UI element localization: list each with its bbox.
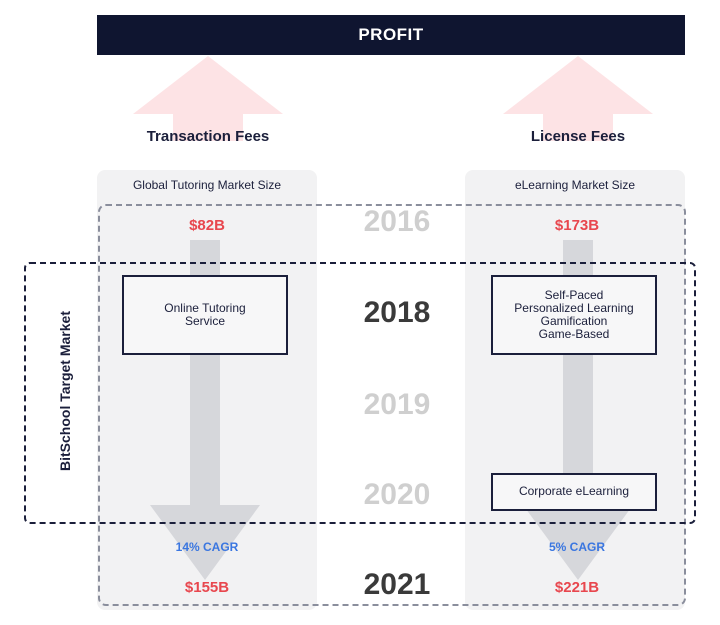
segment-gamification: Gamification <box>540 314 608 328</box>
transaction-fees-label: Transaction Fees <box>146 128 270 145</box>
elearning-segments-box: Self-Paced Personalized Learning Gamific… <box>491 275 657 355</box>
right-start-value: $173B <box>554 217 600 234</box>
segment-personalized: Personalized Learning <box>514 300 634 315</box>
year-2020: 2020 <box>363 478 431 511</box>
up-arrow-right-icon <box>503 56 653 141</box>
left-cagr: 14% CAGR <box>175 540 239 554</box>
right-cagr: 5% CAGR <box>548 540 605 554</box>
down-arrow-right-icon <box>523 240 633 580</box>
profit-bar: PROFIT <box>97 15 685 55</box>
left-end-value: $155B <box>184 579 230 596</box>
left-start-value: $82B <box>189 217 225 234</box>
right-end-value: $221B <box>554 579 600 596</box>
corporate-elearning-box: Corporate eLearning <box>491 473 657 511</box>
license-fees-label: License Fees <box>530 128 626 145</box>
right-panel-title: eLearning Market Size <box>514 178 636 192</box>
range-2016-2021-outline <box>98 204 686 606</box>
online-tutoring-box: Online Tutoring Service <box>122 275 288 355</box>
left-panel-title: Global Tutoring Market Size <box>132 178 282 192</box>
up-arrow-left-icon <box>133 56 283 141</box>
target-market-outline <box>24 262 696 524</box>
year-2019: 2019 <box>363 388 431 421</box>
segment-game-based: Game-Based <box>538 327 610 342</box>
profit-title: PROFIT <box>358 25 424 44</box>
target-market-label: BitSchool Target Market <box>57 311 73 471</box>
segment-self-paced: Self-Paced <box>544 287 604 302</box>
corporate-elearning-label: Corporate eLearning <box>518 484 630 499</box>
year-2016: 2016 <box>363 205 431 238</box>
down-arrow-left-icon <box>150 240 260 580</box>
online-tutoring-label: Online Tutoring Service <box>164 300 246 328</box>
year-2018: 2018 <box>363 296 431 329</box>
year-2021: 2021 <box>363 568 431 601</box>
